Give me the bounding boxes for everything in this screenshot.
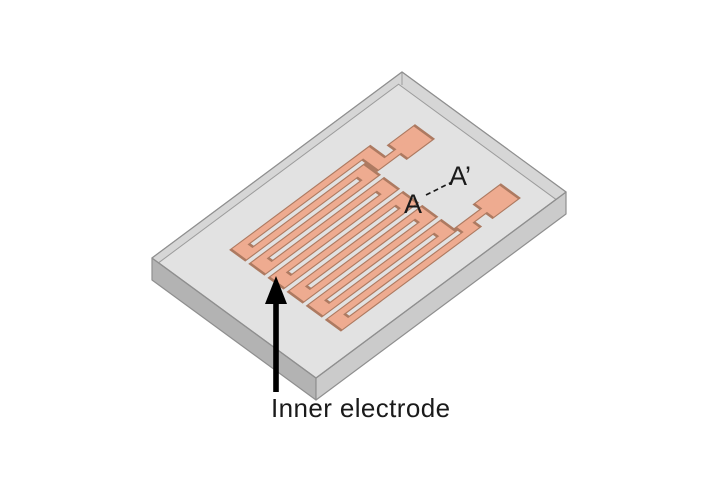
figure-caption: Inner electrode xyxy=(271,393,450,423)
section-label-a: A xyxy=(404,189,422,219)
interdigitated-electrode xyxy=(229,124,521,332)
section-line xyxy=(425,181,453,196)
substrate-band-inner-edges xyxy=(159,84,556,378)
substrate-top-outline xyxy=(151,71,567,379)
arrow-head xyxy=(265,276,287,304)
arrow-shaft xyxy=(273,300,279,392)
substrate-band-back-left xyxy=(152,72,409,263)
electrode-trace-path xyxy=(232,140,501,330)
section-label-a-prime: A’ xyxy=(449,161,471,191)
substrate-back-thickness-bands xyxy=(152,72,566,378)
pointer-arrow xyxy=(265,276,287,392)
substrate-band-back-right xyxy=(392,72,566,200)
